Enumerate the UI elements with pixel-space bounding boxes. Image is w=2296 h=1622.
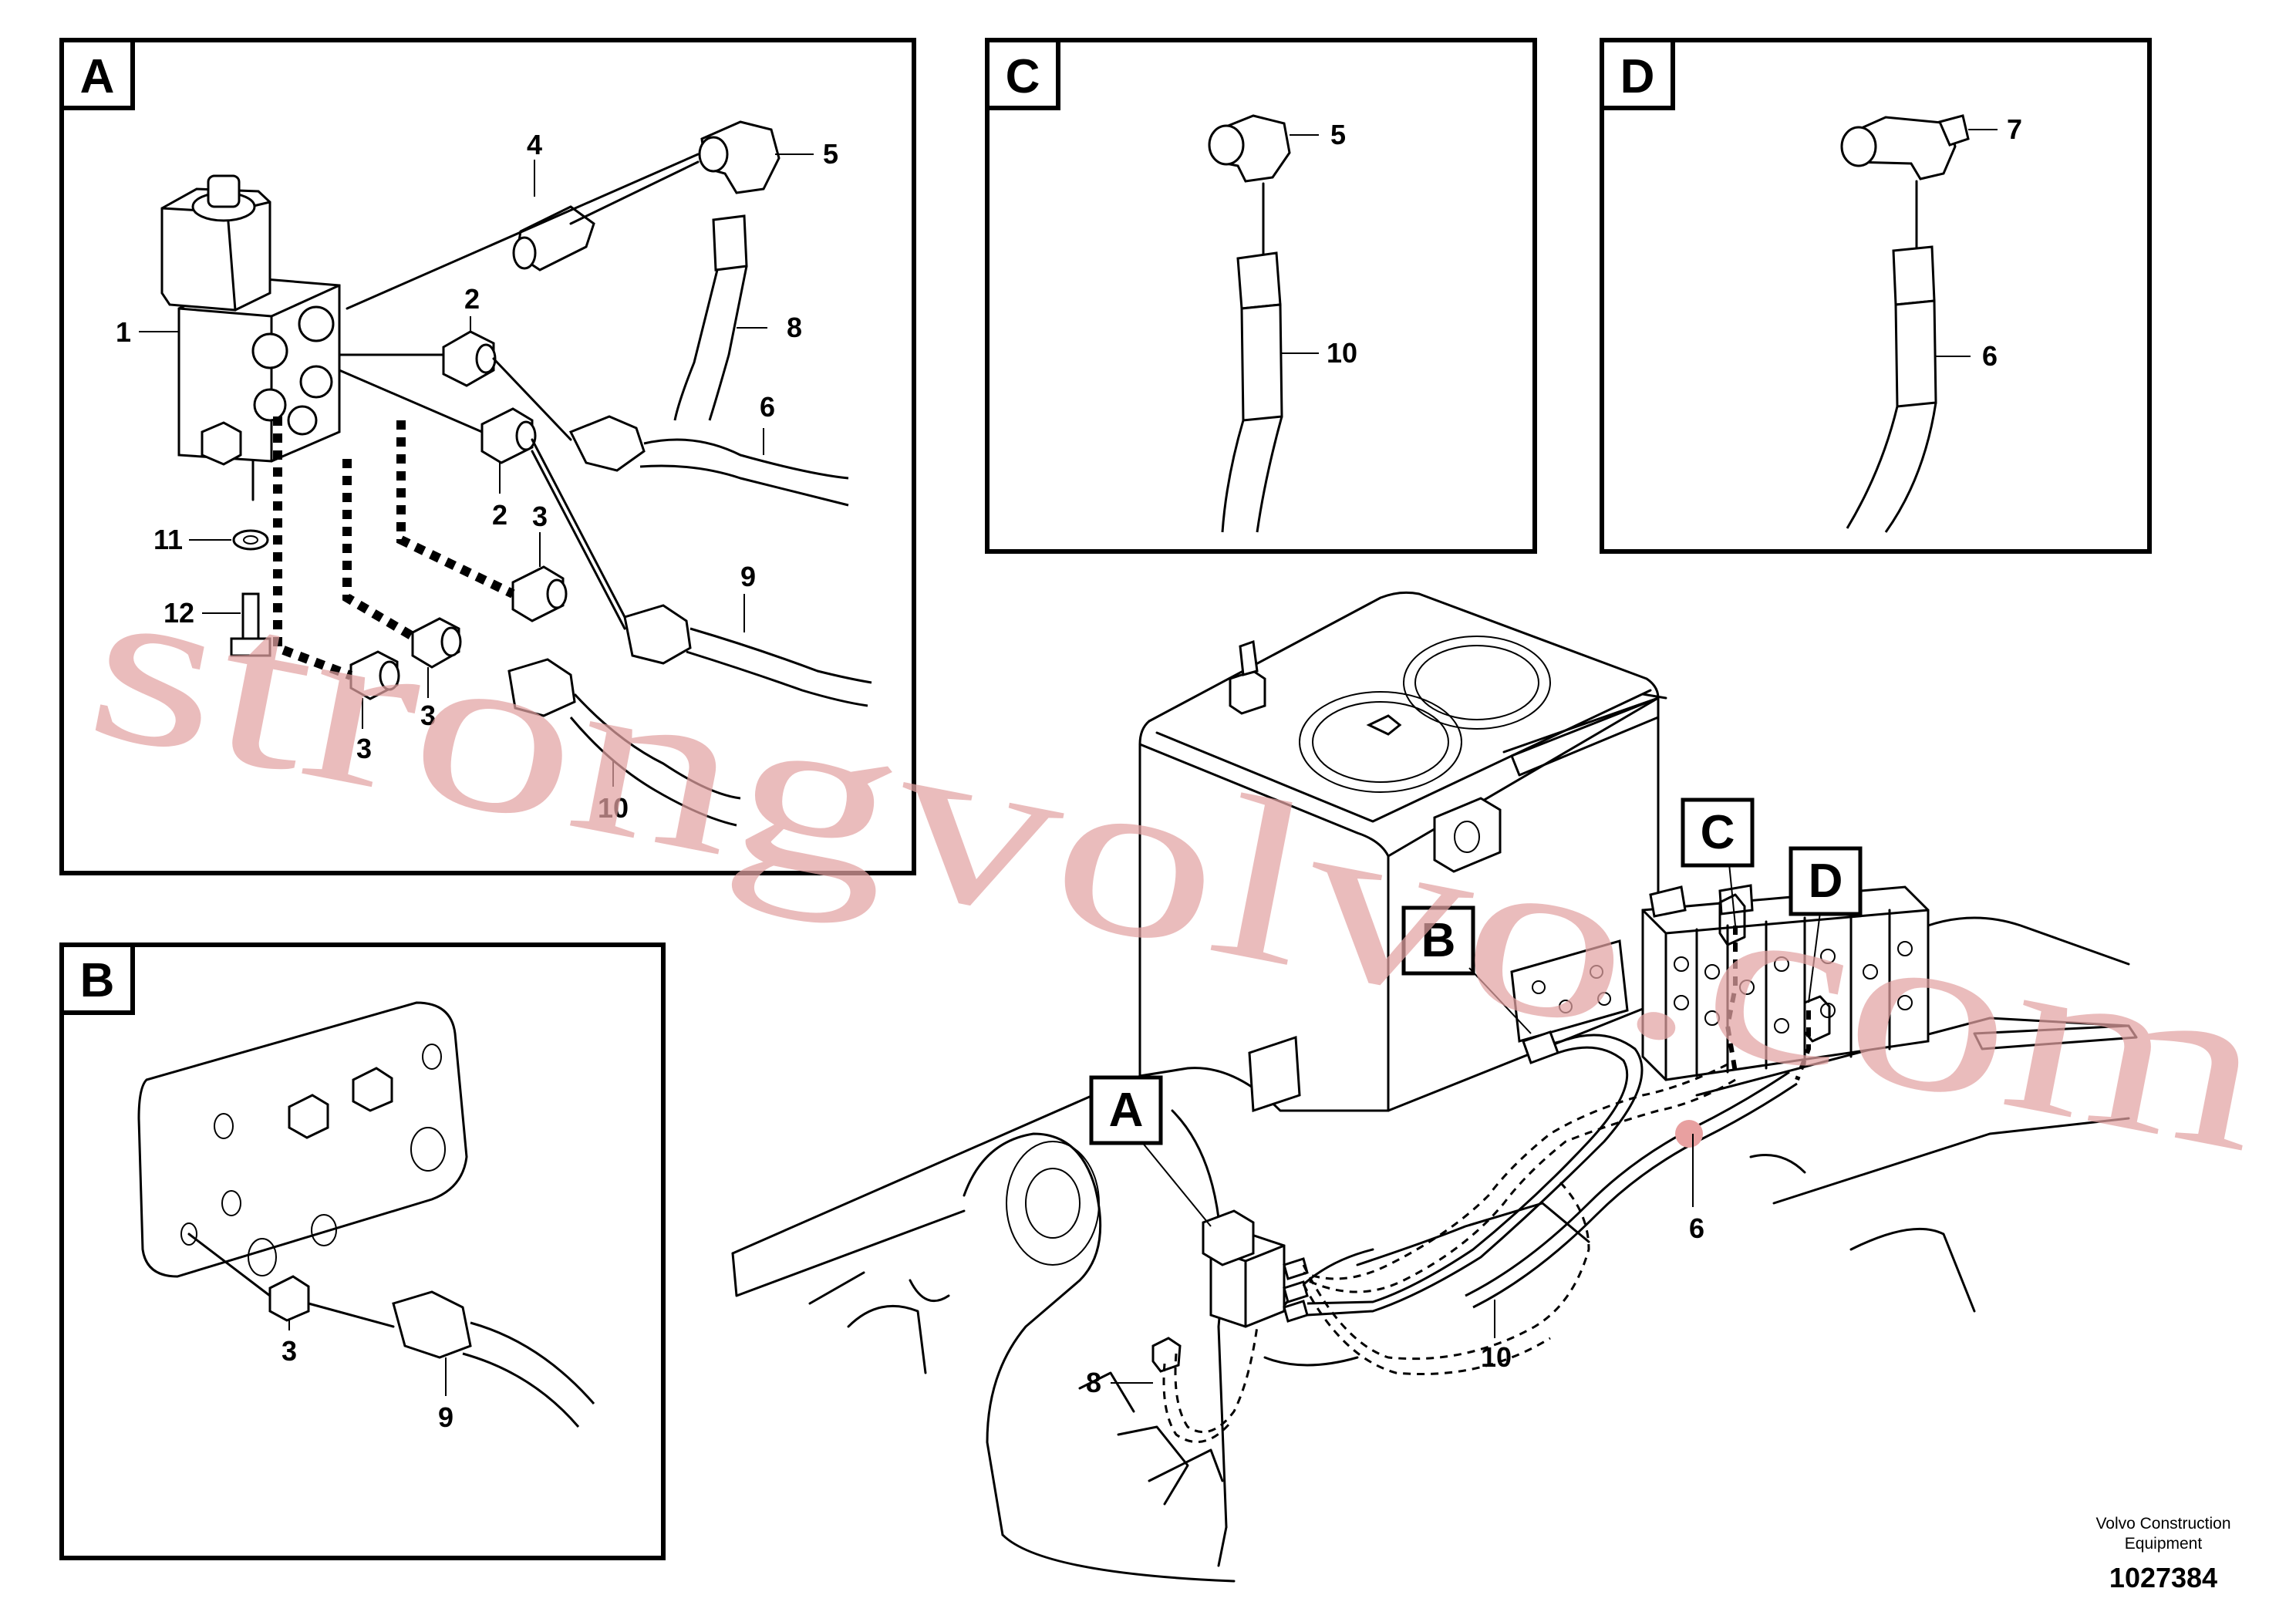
solenoid-valve-small-drawing xyxy=(1151,1209,1309,1373)
main-tag-b: B xyxy=(1421,914,1456,967)
company-line-2: Equipment xyxy=(2125,1535,2203,1553)
callout-2-lower: 2 xyxy=(492,499,507,531)
footer: Volvo Construction Equipment 1027384 xyxy=(2095,1515,2230,1593)
callout-9: 9 xyxy=(740,561,756,592)
main-tags: B C D A xyxy=(1089,798,1863,1227)
main-tag-c: C xyxy=(1701,806,1735,859)
callout-11: 11 xyxy=(153,524,183,555)
solenoid-valve-drawing xyxy=(160,174,341,501)
callout-b-3: 3 xyxy=(282,1335,297,1367)
callout-3-right: 3 xyxy=(532,501,548,532)
panel-b-letter: B xyxy=(80,954,115,1007)
panel-c-letter: C xyxy=(1006,50,1040,103)
callout-d-7: 7 xyxy=(2007,113,2022,145)
tee-fitting-d-drawing xyxy=(1840,114,1970,533)
callout-8: 8 xyxy=(787,312,802,343)
panel-a: A xyxy=(59,38,916,875)
main-callout-6: 6 xyxy=(1689,1212,1704,1244)
upper-frame-drawing xyxy=(731,916,2138,1583)
hydraulic-tank-drawing xyxy=(1138,591,1667,1112)
panel-b: B 3 9 xyxy=(59,943,666,1560)
panel-c-callouts: 5 10 xyxy=(1282,119,1357,369)
callout-c-5: 5 xyxy=(1330,119,1346,150)
panel-d: D 7 6 xyxy=(1600,38,2152,554)
callout-1: 1 xyxy=(116,316,131,348)
fittings-drawing xyxy=(230,205,595,700)
company-line-1: Volvo Construction xyxy=(2095,1515,2230,1533)
panel-a-letter: A xyxy=(80,50,115,103)
callout-10: 10 xyxy=(598,792,629,824)
callout-2-upper: 2 xyxy=(464,283,480,315)
main-callout-8: 8 xyxy=(1086,1367,1101,1398)
panel-d-letter: D xyxy=(1620,50,1655,103)
callout-b-9: 9 xyxy=(438,1401,453,1433)
main-callout-10: 10 xyxy=(1481,1341,1512,1373)
panel-b-callouts: 3 9 xyxy=(282,1319,453,1433)
main-tag-a: A xyxy=(1109,1084,1144,1137)
callout-5: 5 xyxy=(823,138,838,170)
machine-overview: B C D A 6 10 8 xyxy=(731,591,2138,1583)
panel-a-callouts: 1 4 5 2 2 8 6 3 9 3 3 10 11 12 xyxy=(116,129,838,824)
callout-12: 12 xyxy=(164,597,194,629)
pilot-lines-drawing xyxy=(273,416,515,680)
main-hoses-drawing xyxy=(1162,926,1811,1444)
panel-d-callouts: 7 6 xyxy=(1936,113,2022,372)
callout-3-middle: 3 xyxy=(420,700,436,731)
main-tag-d: D xyxy=(1809,855,1843,908)
callout-3-left: 3 xyxy=(356,733,372,764)
hoses-drawing xyxy=(338,120,872,827)
elbow-fitting-c-drawing xyxy=(1208,114,1291,533)
callout-4: 4 xyxy=(527,129,542,160)
panel-c: C 5 10 xyxy=(985,38,1537,554)
main-callouts: 6 10 8 xyxy=(1086,1120,1704,1398)
document-number: 1027384 xyxy=(2109,1562,2217,1593)
callout-6: 6 xyxy=(760,391,775,423)
callout-c-10: 10 xyxy=(1327,337,1357,369)
callout-d-6: 6 xyxy=(1982,340,1998,372)
mounting-plate-drawing xyxy=(137,1001,595,1428)
